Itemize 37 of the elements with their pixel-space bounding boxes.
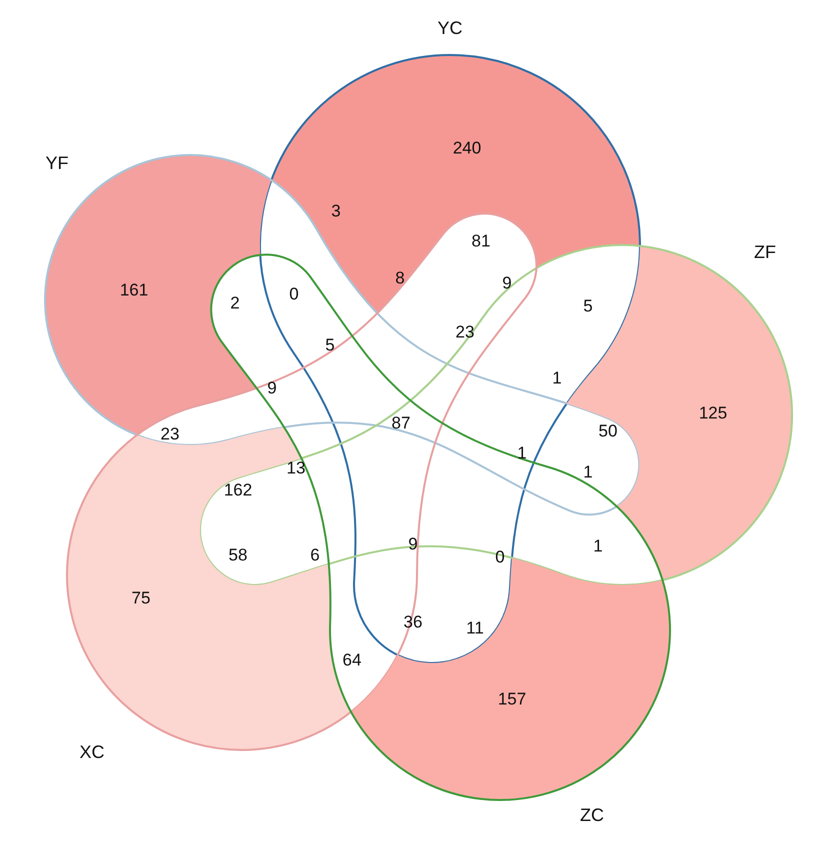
region-count: 9 (408, 536, 418, 552)
region-count: 87 (392, 414, 410, 432)
region-count: 8 (395, 270, 405, 286)
region-count: 75 (132, 590, 150, 606)
region-count: 162 (224, 482, 252, 498)
region-count: 36 (404, 614, 422, 630)
set-name: ZF (754, 243, 776, 261)
region-count: 1 (593, 538, 603, 554)
region-count: 6 (310, 546, 320, 564)
region-count: 9 (502, 274, 512, 292)
region-count: 5 (583, 298, 593, 314)
region-count: 5 (325, 336, 335, 354)
region-count: 0 (495, 548, 505, 566)
region-count: 3 (331, 202, 341, 220)
venn-set-shape (210, 254, 671, 801)
region-count: 50 (598, 422, 618, 440)
region-count: 58 (228, 546, 248, 564)
region-count: 23 (160, 426, 180, 442)
region-count: 13 (286, 460, 306, 476)
region-count: 23 (456, 324, 474, 340)
region-count: 240 (452, 140, 482, 156)
region-count: 125 (698, 404, 728, 422)
region-count: 161 (120, 282, 148, 298)
set-name: YF (46, 154, 68, 172)
region-count: 0 (289, 286, 299, 302)
set-name: ZC (580, 806, 604, 824)
region-count: 1 (552, 370, 562, 386)
region-count: 11 (466, 620, 484, 636)
region-count: 157 (498, 690, 526, 708)
set-name: YC (438, 19, 462, 37)
set-name: XC (80, 743, 104, 761)
region-count: 81 (472, 232, 490, 250)
region-count: 1 (583, 464, 593, 480)
region-count: 2 (230, 294, 240, 312)
region-count: 9 (267, 380, 277, 396)
region-count: 1 (517, 444, 527, 462)
region-count: 64 (342, 652, 362, 668)
